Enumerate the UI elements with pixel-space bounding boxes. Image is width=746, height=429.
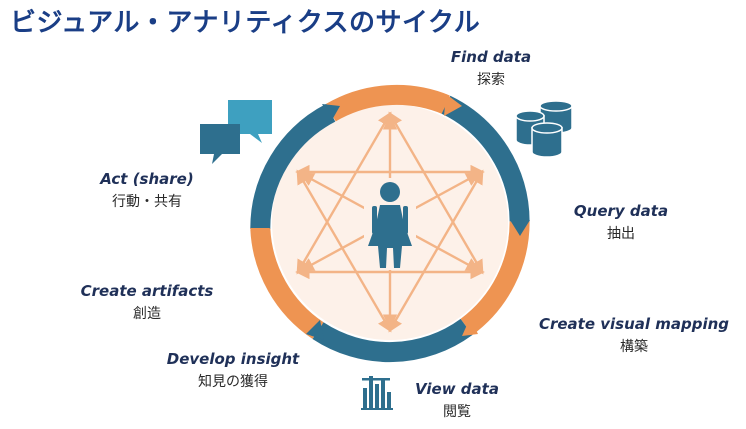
step-artifacts-ja: 創造: [133, 306, 161, 322]
step-insight: Develop insight 知見の獲得: [158, 350, 308, 391]
ring-segment-view: [312, 318, 473, 363]
ring-arrow-tip: [444, 94, 462, 116]
person-icon: [368, 182, 412, 268]
step-view-ja: 閲覧: [443, 404, 471, 420]
step-mapping: Create visual mapping 構築: [534, 315, 734, 356]
ring-segment-find: [325, 84, 450, 122]
database-icon: [515, 100, 573, 158]
step-act-ja: 行動・共有: [112, 194, 182, 210]
step-artifacts: Create artifacts 創造: [72, 282, 222, 323]
step-mapping-en: Create visual mapping: [538, 315, 730, 333]
ring-arrow-tip: [510, 220, 530, 236]
step-act-en: Act (share): [100, 170, 194, 188]
bar-chart-icon: [361, 376, 393, 410]
step-insight-ja: 知見の獲得: [198, 374, 268, 390]
step-artifacts-en: Create artifacts: [80, 282, 214, 300]
step-query-en: Query data: [573, 202, 669, 220]
step-find-en: Find data: [450, 48, 532, 66]
step-insight-en: Develop insight: [166, 350, 300, 368]
page-title: ビジュアル・アナリティクスのサイクル: [10, 8, 481, 38]
ring-arrow-tip: [250, 228, 270, 244]
step-query: Query data 抽出: [566, 202, 676, 243]
speech-bubbles-icon: [200, 100, 272, 164]
step-find: Find data 探索: [436, 48, 546, 89]
step-query-ja: 抽出: [607, 226, 635, 242]
step-view: View data 閲覧: [402, 380, 512, 421]
step-act: Act (share) 行動・共有: [92, 170, 202, 211]
step-find-ja: 探索: [477, 72, 505, 88]
step-mapping-ja: 構築: [620, 339, 648, 355]
step-view-en: View data: [415, 380, 499, 398]
